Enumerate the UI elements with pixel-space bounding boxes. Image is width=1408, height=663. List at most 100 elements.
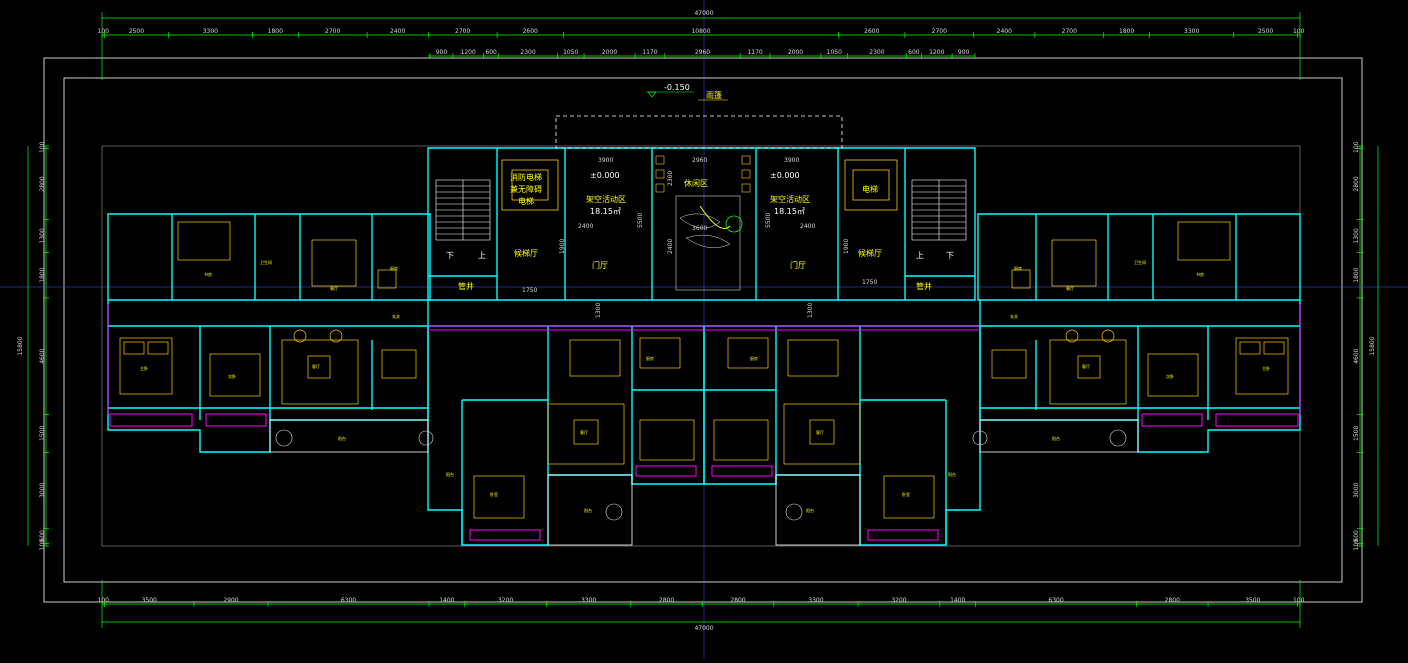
dimension-value: 1300 (39, 228, 46, 243)
room-bed-c2: 卧室 (902, 491, 910, 497)
dimension-value: 3200 (891, 597, 906, 604)
center-right-unit-outline (703, 325, 981, 546)
dimension-value: 1400 (950, 597, 965, 604)
dimension-value: 2300 (520, 49, 535, 56)
courtyard-label: 休闲区 (684, 178, 708, 188)
dimension-value: 3000 (39, 482, 46, 497)
svg-text:1900: 1900 (843, 239, 850, 254)
dimension-value: 1800 (39, 267, 46, 282)
window-bands (107, 304, 1301, 541)
sofa-icon (639, 419, 695, 461)
dimension-value: 1200 (929, 49, 944, 56)
dimension-value: 2800 (1353, 176, 1360, 191)
sofa-set-icon (547, 403, 625, 465)
dining-table-icon (569, 339, 621, 377)
room-bed-c1: 卧室 (490, 491, 498, 497)
side-dimensions (27, 146, 1379, 546)
kitchen-counter-icon (639, 337, 681, 369)
balcony-center-right (775, 474, 861, 546)
dimension-value: 100 (98, 597, 110, 604)
level-a: ±0.000 (590, 171, 620, 180)
void-b-label: 架空活动区 (770, 194, 810, 204)
dimension-value: 2700 (455, 28, 470, 35)
fire-elevator-sub2: 电梯 (518, 196, 534, 206)
dimension-value: 100 (1293, 28, 1305, 35)
dimension-value: 3300 (808, 597, 823, 604)
bed-icon (177, 221, 231, 261)
dimension-value: 1170 (642, 49, 657, 56)
room-living-c2: 客厅 (816, 429, 824, 435)
dimension-value: 100 (98, 28, 110, 35)
dimension-value: 900 (958, 49, 970, 56)
room-bed2-right: 次卧 (1166, 373, 1174, 379)
svg-text:1900: 1900 (559, 239, 566, 254)
level-marker-icon (647, 91, 657, 98)
fire-elevator-shaft (501, 159, 559, 211)
fire-elevator-sub: 兼无障碍 (510, 184, 542, 194)
dimension-value: 600 (485, 49, 497, 56)
elevators (501, 159, 898, 211)
svg-text:2400: 2400 (578, 223, 593, 230)
plant-icon (1109, 429, 1127, 447)
room-living-c1: 客厅 (580, 429, 588, 435)
room-master-left: 主卧 (140, 365, 148, 371)
room-kit-c2: 厨房 (750, 355, 758, 361)
dimension-value: 3300 (1184, 28, 1199, 35)
dim-total-depth-left: 15800 (17, 336, 24, 355)
lobby-right: 候梯厅 (858, 248, 882, 258)
dim-total-width: 47000 (694, 10, 713, 17)
room-balcony-left: 阳台 (338, 435, 346, 441)
dimension-value: 1800 (1119, 28, 1134, 35)
dining-table-icon (1051, 239, 1097, 287)
dimension-value: 1300 (1353, 228, 1360, 243)
svg-text:3600: 3600 (692, 225, 707, 232)
dimension-value: 10800 (691, 28, 710, 35)
hall-left: 门厅 (592, 260, 608, 270)
dimension-value: 2000 (602, 49, 617, 56)
svg-text:3900: 3900 (784, 157, 799, 164)
dimension-value: 900 (436, 49, 448, 56)
svg-text:5500: 5500 (637, 213, 644, 228)
dimension-value: 2400 (997, 28, 1012, 35)
stove-icon (377, 269, 397, 289)
courtyard (655, 155, 751, 291)
dimension-value: 2600 (523, 28, 538, 35)
dimension-value: 4600 (39, 348, 46, 363)
dim-total-depth-right: 15800 (1369, 336, 1376, 355)
dim-total-width-bottom: 47000 (694, 625, 713, 632)
svg-text:5500: 5500 (765, 213, 772, 228)
elevator-shaft (844, 159, 898, 211)
svg-text:1750: 1750 (862, 279, 877, 286)
dimension-value: 600 (39, 530, 46, 542)
dimension-value: 2000 (788, 49, 803, 56)
plant-icon (605, 503, 623, 521)
svg-text:1300: 1300 (807, 303, 814, 318)
outer-frame (43, 57, 1363, 603)
center-left-unit-outline (427, 325, 705, 546)
dimension-value: 2700 (1062, 28, 1077, 35)
dimension-value: 4600 (1353, 348, 1360, 363)
room-dining-left: 餐厅 (330, 285, 338, 291)
lobby-left: 候梯厅 (514, 248, 538, 258)
dimension-value: 1500 (39, 426, 46, 441)
room-bath-left: 卫生间 (260, 259, 272, 265)
room-bal-c4: 阳台 (948, 471, 956, 477)
room-bath-right: 卫生间 (1134, 259, 1146, 265)
top-dimensions (101, 12, 1301, 80)
dining-table-icon (311, 239, 357, 287)
canopy-label: 雨篷 (706, 90, 722, 100)
dimension-value: 2800 (730, 597, 745, 604)
dimension-value: 100 (1353, 141, 1360, 153)
bed-icon (883, 475, 935, 519)
dimension-value: 2500 (129, 28, 144, 35)
svg-text:2960: 2960 (692, 157, 707, 164)
dimension-value: 3300 (581, 597, 596, 604)
plant-icon (418, 430, 434, 446)
void-a-area: 18.15㎡ (590, 207, 621, 216)
svg-text:3900: 3900 (598, 157, 613, 164)
level-top: -0.150 (664, 83, 690, 92)
